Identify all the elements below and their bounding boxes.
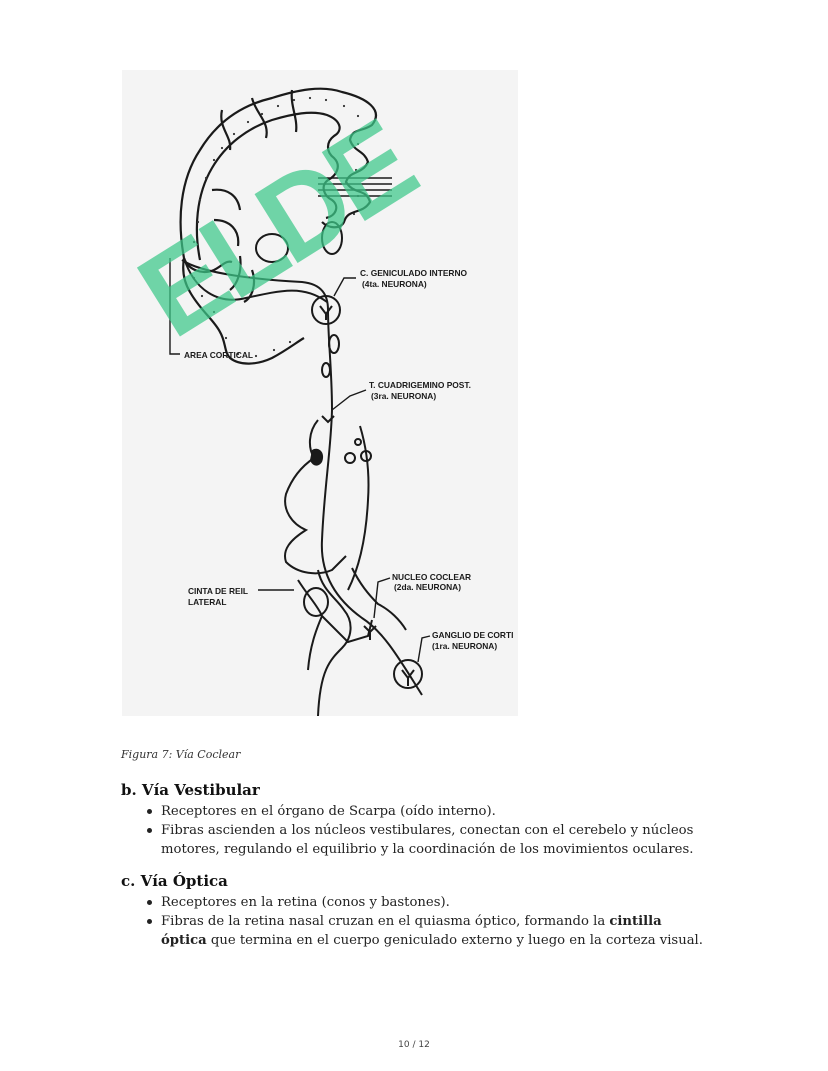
label-ganglio-line2: (1ra. NEURONA)	[432, 641, 497, 651]
label-area-cortical: AREA CORTICAL	[184, 350, 253, 360]
cochlear-pathway-diagram: C. GENICULADO INTERNO (4ta. NEURONA) ARE…	[122, 87, 513, 716]
temporal-lobe	[183, 257, 328, 303]
section-optica: c. Vía Óptica Receptores en la retina (c…	[121, 872, 711, 950]
corti-ganglion-neuron	[393, 659, 423, 689]
figure-caption: Figura 7: Vía Coclear	[121, 748, 241, 761]
label-nucleo-line1: NUCLEO COCLEAR	[392, 572, 471, 582]
label-cuadrigemino-line1: T. CUADRIGEMINO POST.	[369, 380, 471, 390]
cochlear-pathway-figure: C. GENICULADO INTERNO (4ta. NEURONA) ARE…	[122, 70, 518, 716]
label-nucleo-line2: (2da. NEURONA)	[394, 582, 461, 592]
list-item: Fibras ascienden a los núcleos vestibula…	[147, 821, 711, 859]
label-cuadrigemino-line2: (3ra. NEURONA)	[371, 391, 436, 401]
label-ganglio-line1: GANGLIO DE CORTI	[432, 630, 513, 640]
list-item: Receptores en la retina (conos y bastone…	[147, 893, 711, 912]
label-cinta-line1: CINTA DE REIL	[188, 586, 248, 596]
page-number: 10 / 12	[398, 1040, 430, 1050]
list-item-text: Fibras de la retina nasal cruzan en el q…	[161, 914, 610, 929]
label-leaders	[169, 258, 431, 663]
section-vestibular: b. Vía Vestibular Receptores en el órgan…	[121, 781, 711, 859]
list-item: Fibras de la retina nasal cruzan en el q…	[147, 912, 711, 950]
section-heading-optica: c. Vía Óptica	[121, 872, 228, 890]
list-item: Receptores en el órgano de Scarpa (oído …	[147, 802, 711, 821]
label-cinta-line2: LATERAL	[188, 597, 226, 607]
geniculado-neuron	[311, 295, 341, 325]
watermark-text: ELDE	[122, 95, 435, 362]
brainstem	[284, 415, 372, 591]
brain-cortex	[179, 87, 378, 365]
label-geniculado-line2: (4ta. NEURONA)	[362, 279, 427, 289]
bold-term-cintilla: cintilla óptica	[161, 914, 662, 948]
optica-list: Receptores en la retina (conos y bastone…	[121, 893, 711, 950]
watermark-logo: ELDE	[122, 95, 435, 362]
auditory-pathway-fiber	[181, 259, 423, 696]
corpus-callosum	[318, 177, 392, 197]
pons-medulla	[297, 567, 407, 716]
lemniscus-nucleus	[310, 448, 324, 466]
list-item-text: que termina en el cuerpo geniculado exte…	[206, 933, 703, 948]
section-heading-vestibular: b. Vía Vestibular	[121, 781, 260, 799]
label-geniculado-line1: C. GENICULADO INTERNO	[360, 268, 468, 278]
cortex-stipple	[192, 96, 360, 358]
vestibular-list: Receptores en el órgano de Scarpa (oído …	[121, 802, 711, 859]
